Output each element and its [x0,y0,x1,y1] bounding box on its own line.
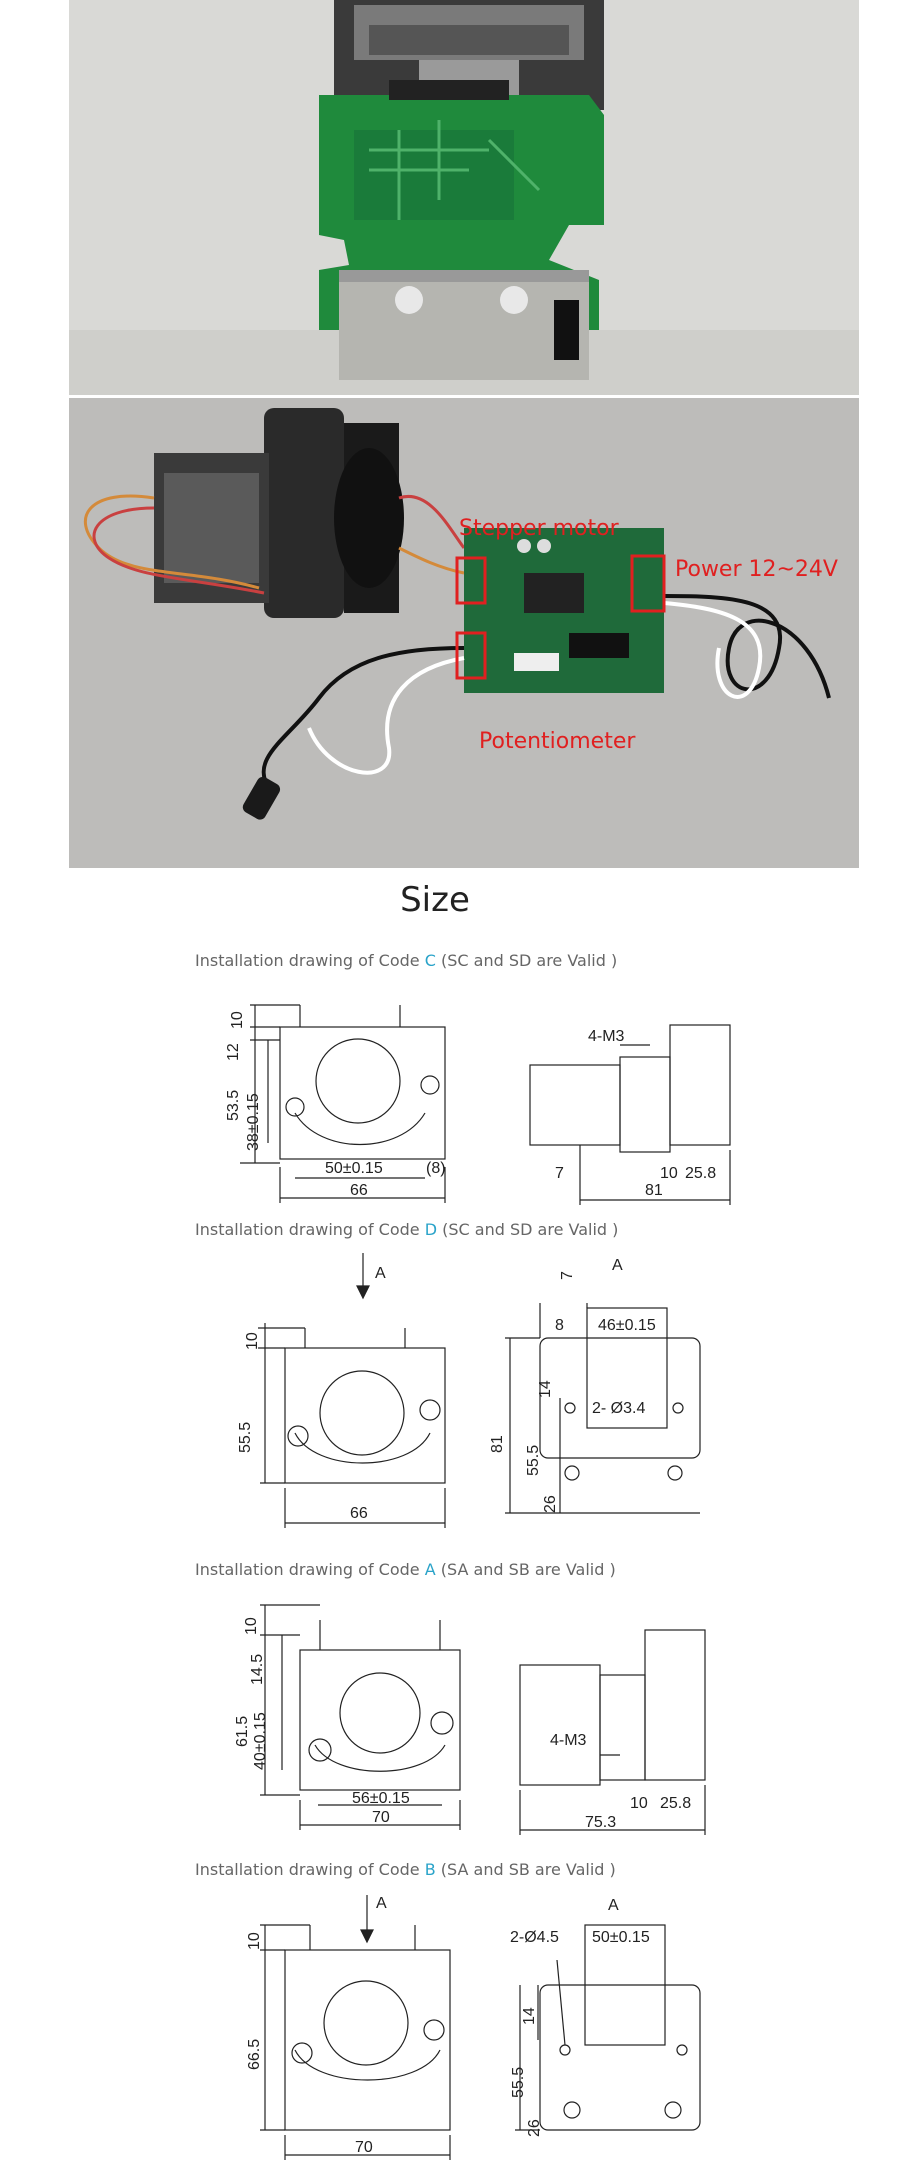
product-photo-top [69,0,859,395]
svg-text:50±0.15: 50±0.15 [592,1929,650,1946]
svg-text:61.5: 61.5 [234,1716,251,1747]
svg-text:40±0.15: 40±0.15 [252,1712,269,1770]
drawing-code-d: A 10 55.5 66 A 7 8 46±0.15 14 81 55.5 26… [220,1248,740,1537]
svg-text:10: 10 [660,1165,678,1182]
svg-text:55.5: 55.5 [510,2067,527,2098]
svg-text:4-M3: 4-M3 [588,1028,625,1045]
svg-text:A: A [608,1897,619,1914]
label-stepper-motor: Stepper motor [459,516,620,541]
svg-text:7: 7 [555,1165,564,1182]
svg-text:70: 70 [355,2139,373,2156]
svg-text:38±0.15: 38±0.15 [245,1093,262,1151]
svg-text:A: A [612,1257,623,1274]
svg-text:46±0.15: 46±0.15 [598,1317,656,1334]
svg-text:75.3: 75.3 [585,1814,616,1831]
svg-text:26: 26 [526,2119,543,2137]
svg-text:2-Ø4.5: 2-Ø4.5 [510,1929,559,1946]
svg-text:14.5: 14.5 [249,1654,266,1685]
svg-text:66: 66 [350,1505,368,1522]
drawing-code-c: 10 12 53.5 38±0.15 50±0.15 (8) 66 4-M3 7… [220,995,740,1214]
svg-text:4-M3: 4-M3 [550,1732,587,1749]
svg-text:10: 10 [246,1932,263,1950]
svg-text:A: A [376,1895,387,1912]
svg-text:14: 14 [521,2007,538,2025]
svg-text:2- Ø3.4: 2- Ø3.4 [592,1400,645,1417]
svg-text:10: 10 [244,1332,261,1350]
svg-text:25.8: 25.8 [685,1165,716,1182]
section-heading: Size [400,880,470,920]
svg-text:66: 66 [350,1182,368,1199]
svg-text:10: 10 [229,1011,246,1029]
svg-text:55.5: 55.5 [237,1422,254,1453]
svg-text:50±0.15: 50±0.15 [325,1160,383,1177]
drawing-code-b: A 10 66.5 70 A 2-Ø4.5 50±0.15 14 55.5 26 [220,1890,740,2164]
svg-text:A: A [375,1265,386,1282]
product-photo-annotated: Stepper motor Power 12~24V Potentiometer [69,398,859,868]
svg-text:55.5: 55.5 [525,1445,542,1476]
svg-text:10: 10 [630,1795,648,1812]
drawing-code-a: 10 14.5 61.5 40±0.15 56±0.15 70 4-M3 10 … [220,1595,740,1839]
svg-text:25.8: 25.8 [660,1795,691,1812]
svg-text:70: 70 [372,1809,390,1826]
label-power: Power 12~24V [675,557,838,582]
caption-code-b: Installation drawing of Code B (SA and S… [195,1860,616,1879]
caption-code-a: Installation drawing of Code A (SA and S… [195,1560,616,1579]
svg-text:7: 7 [559,1271,576,1280]
svg-text:14: 14 [537,1380,554,1398]
svg-text:53.5: 53.5 [225,1090,242,1121]
svg-text:(8): (8) [426,1160,446,1177]
svg-text:81: 81 [489,1435,506,1453]
caption-code-d: Installation drawing of Code D (SC and S… [195,1220,619,1239]
label-potentiometer: Potentiometer [479,729,636,754]
svg-text:26: 26 [542,1495,559,1513]
svg-text:81: 81 [645,1182,663,1199]
caption-code-c: Installation drawing of Code C (SC and S… [195,951,618,970]
svg-text:12: 12 [225,1043,242,1061]
svg-text:10: 10 [243,1617,260,1635]
svg-text:8: 8 [555,1317,564,1334]
svg-text:66.5: 66.5 [246,2039,263,2070]
svg-text:56±0.15: 56±0.15 [352,1790,410,1807]
